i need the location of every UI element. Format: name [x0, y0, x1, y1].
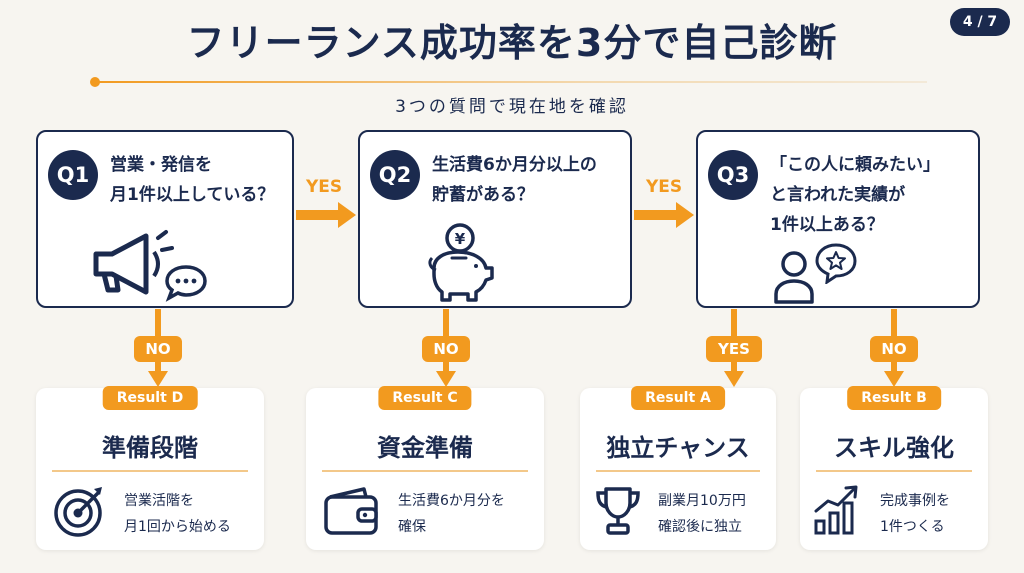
chat-bubble-icon: [165, 265, 207, 302]
wallet-icon: [324, 487, 378, 535]
result-name-b: スキル強化: [834, 434, 954, 462]
yen-symbol: ¥: [455, 230, 466, 248]
piggy-bank-icon: ¥: [428, 223, 494, 302]
page-number-badge: 4 / 7: [950, 8, 1010, 36]
result-card-b: Result B スキル強化 完成事例を 1件つくる: [800, 386, 988, 550]
question-badge-q1: Q1: [48, 150, 98, 200]
no-pill-q2: NO: [422, 336, 470, 362]
result-divider-a: [596, 470, 760, 472]
no-pill-q3: NO: [870, 336, 918, 362]
trophy-icon: [596, 487, 640, 535]
result-desc-a: 副業月10万円 確認後に独立: [658, 493, 746, 535]
yes-pill-q3: YES: [706, 336, 762, 362]
page-title: フリーランス成功率を3分で自己診断: [186, 21, 838, 65]
result-divider-d: [52, 470, 248, 472]
megaphone-icon: [93, 230, 174, 295]
title-underline: [92, 81, 927, 83]
result-tag-c: Result C: [378, 386, 472, 410]
yes-arrow-q1-q2: [296, 202, 356, 228]
person-icon: [774, 251, 814, 304]
result-card-a: Result A 独立チャンス 副業月10万円 確認後に独立: [580, 386, 776, 550]
result-card-d: Result D 準備段階 営業活階を 月1回から始める: [36, 386, 264, 550]
result-desc-c: 生活費6か月分を 確保: [398, 493, 505, 535]
question-text-q2: 生活費6か月分以上の 貯蓄がある？: [432, 155, 597, 205]
growth-chart-icon: [814, 485, 858, 535]
result-tag-a: Result A: [631, 386, 725, 410]
result-divider-b: [816, 470, 972, 472]
result-name-c: 資金準備: [377, 434, 473, 462]
result-card-c: Result C 資金準備 生活費6か月分を 確保: [306, 386, 544, 550]
question-box-q3: Q3 「この人に頼みたい」 と言われた実績が 1件以上ある？: [696, 130, 980, 308]
result-name-d: 準備段階: [102, 434, 198, 462]
result-desc-b: 完成事例を 1件つくる: [880, 493, 950, 535]
question-badge-q3: Q3: [708, 150, 758, 200]
result-tag-d: Result D: [102, 386, 198, 410]
page-subtitle: 3つの質問で現在地を確認: [395, 97, 629, 117]
yes-label-q2-q3: YES: [646, 177, 683, 197]
question-box-q2: Q2 生活費6か月分以上の 貯蓄がある？ ¥: [358, 130, 632, 308]
result-divider-c: [322, 470, 528, 472]
no-pill-q1: NO: [134, 336, 182, 362]
target-icon: [54, 487, 102, 537]
yes-label-q1-q2: YES: [306, 177, 343, 197]
question-box-q1: Q1 営業・発信を 月1件以上している？: [36, 130, 294, 308]
yes-arrow-q2-q3: [634, 202, 694, 228]
question-badge-q2: Q2: [370, 150, 420, 200]
result-tag-b: Result B: [847, 386, 941, 410]
question-text-q1: 営業・発信を 月1件以上している？: [110, 155, 275, 205]
result-desc-d: 営業活階を 月1回から始める: [124, 493, 231, 535]
question-text-q3: 「この人に頼みたい」 と言われた実績が 1件以上ある？: [770, 155, 940, 235]
star-speech-bubble-icon: [815, 243, 857, 284]
result-name-a: 独立チャンス: [606, 434, 750, 462]
